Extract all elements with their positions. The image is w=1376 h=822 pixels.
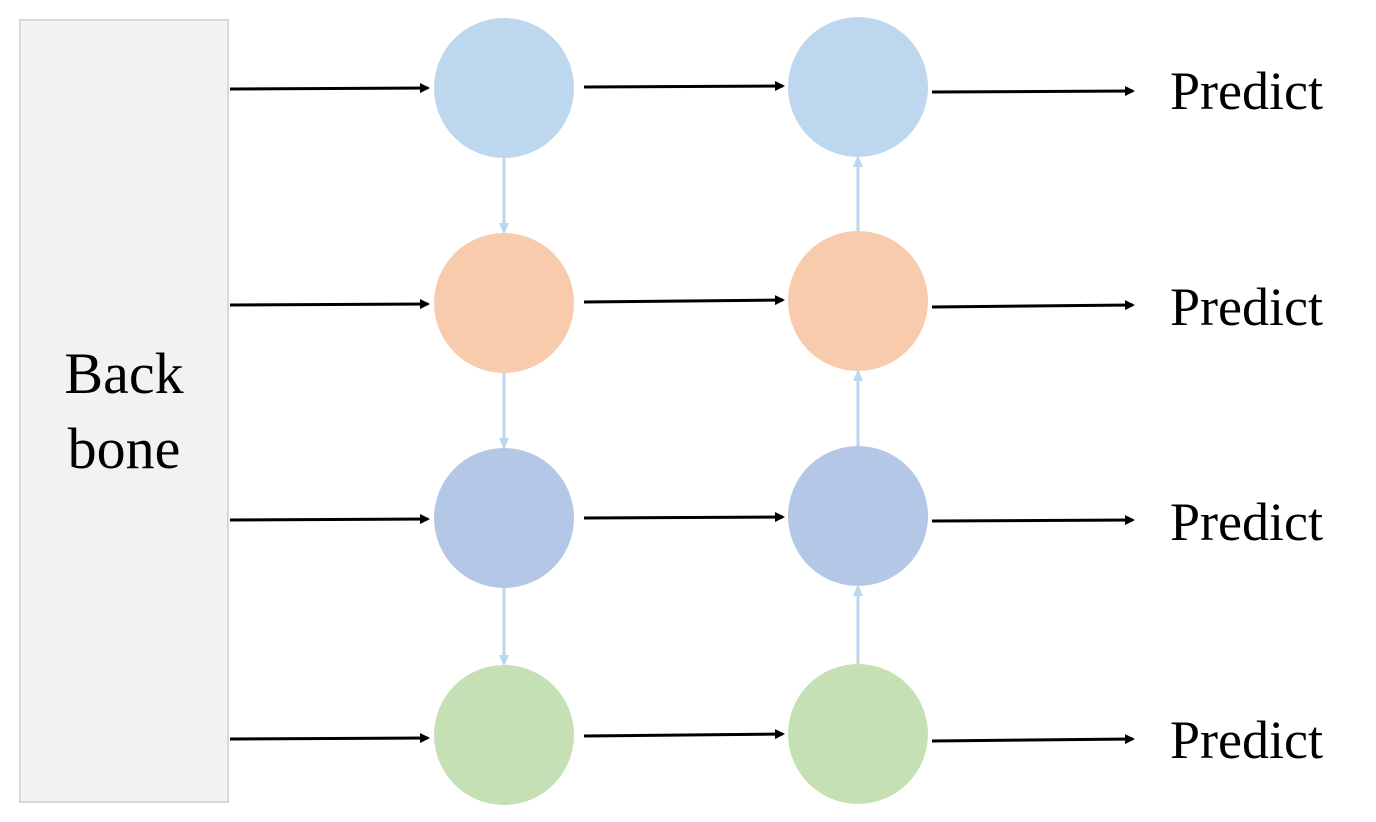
arrow-backbone-to-node-3a: [229, 514, 430, 525]
arrow-node-4b-to-output-4: [931, 734, 1135, 745]
backbone-label-line1: Back: [64, 341, 183, 406]
arrow-node-2a-to-node-2b: [583, 295, 785, 306]
backbone-box: [19, 19, 229, 803]
arrow-node-1b-to-output-1: [931, 86, 1135, 97]
output-label-3: Predict: [1170, 492, 1323, 552]
node-3a: [434, 448, 574, 588]
node-3b: [788, 446, 928, 586]
arrow-node-4a-to-node-4b: [583, 729, 785, 740]
output-label-4: Predict: [1170, 710, 1323, 770]
arrow-backbone-to-node-4a: [229, 733, 430, 744]
node-4b: [788, 664, 928, 804]
arrow-node-1a-to-node-1b: [583, 81, 785, 92]
node-2a: [434, 233, 574, 373]
node-2b: [788, 231, 928, 371]
arrow-backbone-to-node-2a: [229, 299, 430, 310]
node-4a: [434, 665, 574, 805]
arrow-backbone-to-node-1a: [229, 83, 430, 94]
arrow-node-3a-to-node-3b: [583, 512, 785, 523]
arrow-node-3b-to-output-3: [931, 515, 1135, 526]
node-1b: [788, 17, 928, 157]
backbone-label-line2: bone: [68, 416, 181, 481]
output-label-1: Predict: [1170, 61, 1323, 121]
output-label-2: Predict: [1170, 277, 1323, 337]
arrow-node-2b-to-output-2: [931, 300, 1135, 311]
node-1a: [434, 18, 574, 158]
